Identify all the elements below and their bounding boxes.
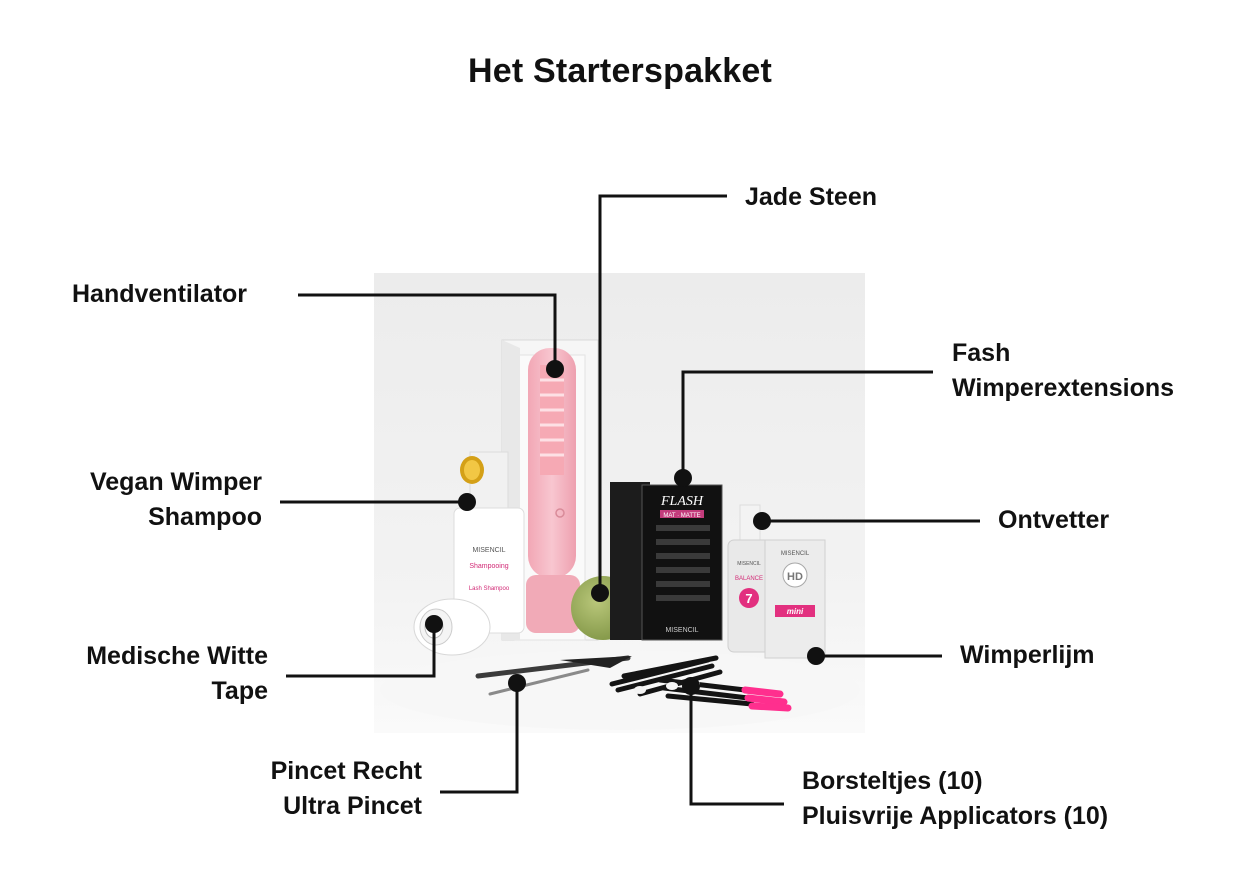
ontvetter-num-text: 7 [745,591,752,606]
label-jade-steen: Jade Steen [745,183,878,211]
label-pincet: Pincet Recht Ultra Pincet [270,757,422,820]
leader-flash [681,370,933,478]
flash-brand-text: FLASH [660,494,704,509]
label-flash-wimperextensions: Fash Wimperextensions [952,339,1175,402]
glue-mini-text: mini [787,607,804,616]
flash-sub-text: MAT · MATTE [663,513,700,519]
dot-borsteltjes [682,677,700,695]
leader-handventilator [298,293,557,369]
dot-medische-tape [425,615,443,633]
dot-wimperlijm [807,647,825,665]
tape-roll [413,598,491,656]
ontvetter-bottle: MISENCIL BALANCE 7 [727,504,771,653]
leader-jade-steen [598,194,727,593]
dot-handventilator [546,360,564,378]
page-title: Het Starterspakket [467,52,773,90]
fan-illustration [526,348,580,633]
ontvetter-brand-text: MISENCIL [737,561,761,567]
shampoo-bottle: MISENCIL Shampooing Lash Shampoo [453,451,525,634]
flash-boxes: FLASH MAT · MATTE MISENCIL [610,482,723,641]
label-vegan-wimper-shampoo: Vegan Wimper Shampoo [89,468,262,531]
leader-medische-tape [286,624,436,678]
shampoo-name-text: Shampooing [469,563,508,570]
brushes [609,655,792,712]
leader-pincet [440,683,519,794]
ontvetter-name-text: BALANCE [735,576,763,582]
glue-box: MISENCIL HD mini [764,539,826,659]
dot-pincet [508,674,526,692]
label-ontvetter: Ontvetter [998,506,1110,534]
dot-flash [674,469,692,487]
glue-brand-text: MISENCIL [781,551,810,557]
label-medische-witte-tape: Medische Witte Tape [86,642,268,705]
label-handventilator: Handventilator [72,280,248,308]
dot-vegan-shampoo [458,493,476,511]
label-wimperlijm: Wimperlijm [960,641,1095,669]
glue-logo-text: HD [787,571,803,583]
tweezers [475,655,632,696]
shampoo-sub-text: Lash Shampoo [469,586,510,592]
label-borsteltjes-applicators: Borsteltjes (10) Pluisvrije Applicators … [802,767,1109,830]
leader-borsteltjes [689,686,784,806]
shampoo-brand-text: MISENCIL [472,547,505,554]
dot-ontvetter [753,512,771,530]
dot-jade-steen [591,584,609,602]
flash-footer-text: MISENCIL [665,627,698,634]
